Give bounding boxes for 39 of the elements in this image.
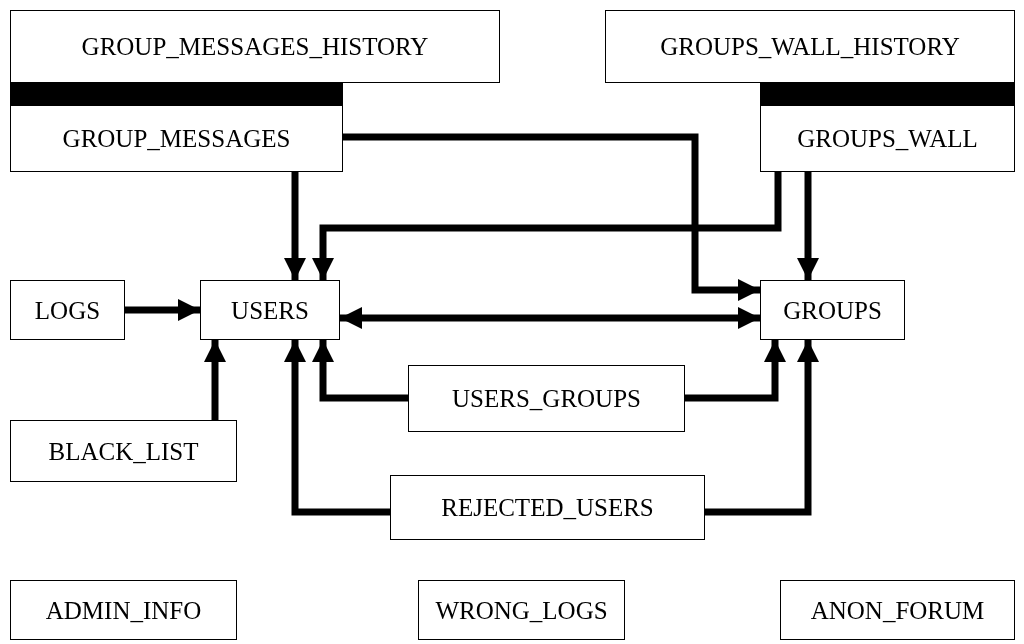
table-name: REJECTED_USERS (441, 495, 654, 520)
arrow (340, 307, 760, 329)
arrow (312, 340, 408, 402)
table-box (10, 280, 125, 340)
arrow (125, 299, 200, 321)
table-name: USERS (231, 297, 309, 323)
table-name: ANON_FORUM (810, 597, 985, 623)
table-box (760, 280, 905, 340)
table-box (780, 580, 1015, 640)
table-name: GROUP_MESSAGES_HISTORY (81, 34, 429, 59)
table-box (10, 420, 237, 482)
connector-bar (760, 83, 1015, 105)
arrow (797, 172, 819, 280)
arrow (343, 133, 760, 301)
table-name: USERS_GROUPS (452, 386, 641, 411)
arrow (204, 340, 226, 420)
table-box (10, 580, 237, 640)
table-name: WRONG_LOGS (435, 597, 608, 623)
table-box (10, 105, 343, 172)
table-name: GROUPS (783, 297, 882, 323)
table-box (760, 105, 1015, 172)
arrow (284, 172, 306, 280)
table-name: GROUP_MESSAGES (62, 126, 291, 151)
table-box (10, 10, 500, 83)
arrow (685, 340, 786, 402)
table-box (418, 580, 625, 640)
arrow (705, 340, 819, 516)
table-name: BLACK_LIST (48, 438, 199, 464)
table-name: GROUPS_WALL_HISTORY (660, 34, 960, 59)
table-name: LOGS (34, 297, 101, 323)
table-name: GROUPS_WALL (797, 126, 978, 151)
table-box (605, 10, 1015, 83)
table-box (200, 280, 340, 340)
arrow (284, 340, 390, 516)
arrow (312, 172, 782, 280)
connector-bar (10, 83, 343, 105)
table-name: ADMIN_INFO (45, 597, 202, 623)
table-box (408, 365, 685, 432)
table-box (390, 475, 705, 540)
